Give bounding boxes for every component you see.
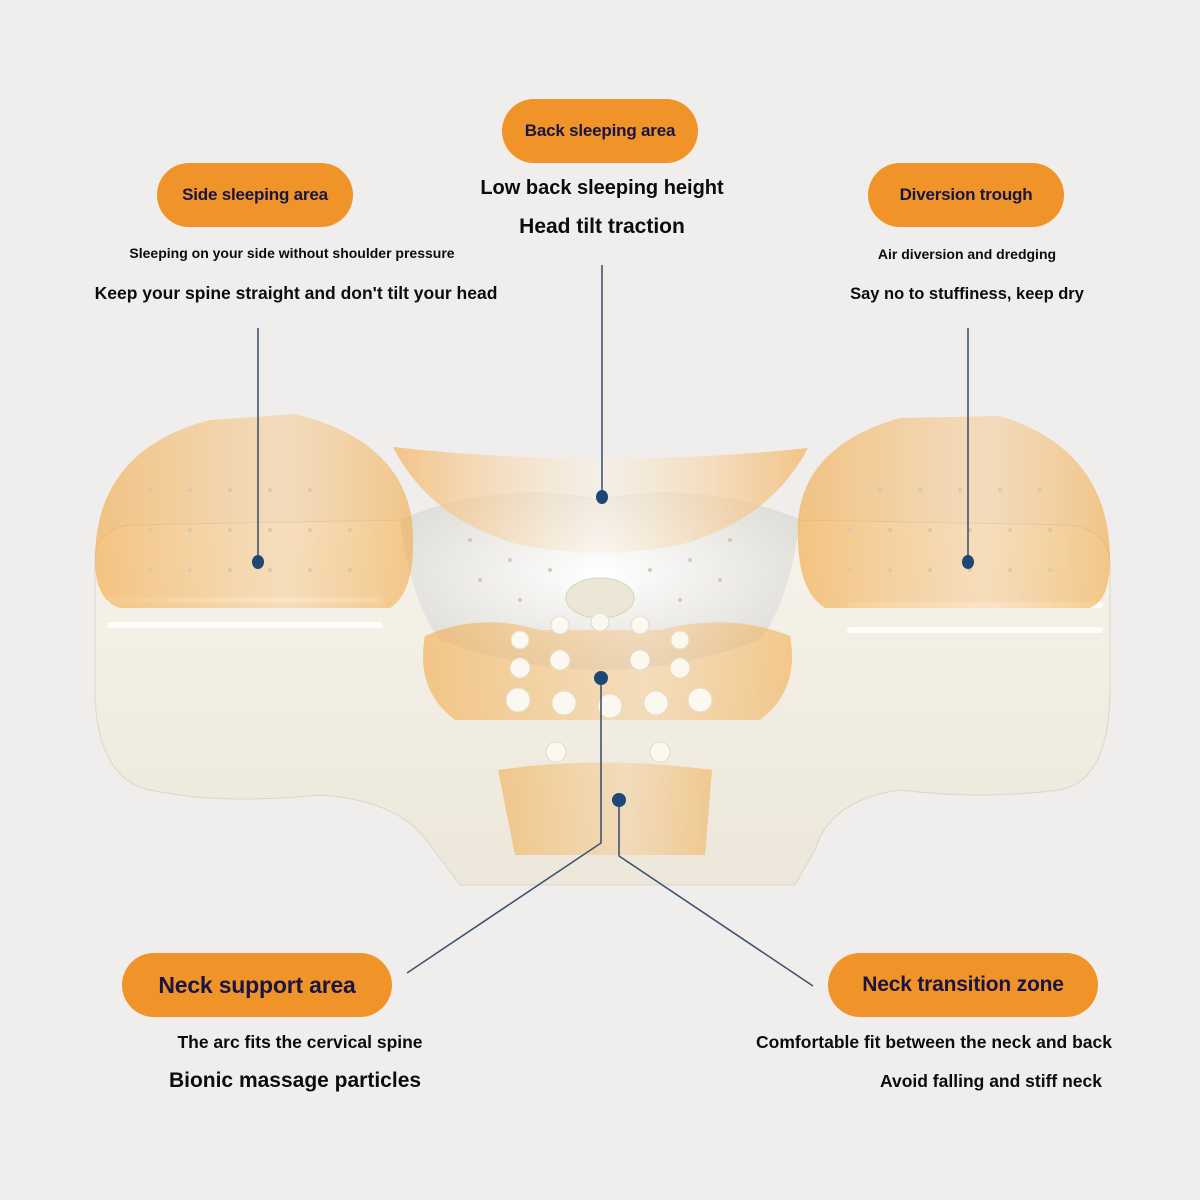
diversion-trough-label: Diversion trough — [868, 163, 1064, 227]
neck-support-label: Neck support area — [122, 953, 392, 1017]
side-sleeping-label: Side sleeping area — [157, 163, 353, 227]
neck-transition-marker-dot — [612, 793, 626, 807]
back-sleeping-desc-1: Low back sleeping height — [480, 177, 724, 199]
neck-support-marker-dot — [594, 671, 608, 685]
back-sleeping-desc-2: Head tilt traction — [519, 215, 685, 238]
side-sleeping-desc-1: Sleeping on your side without shoulder p… — [129, 245, 455, 261]
side-marker-dot — [252, 555, 264, 569]
neck-support-desc-2: Bionic massage particles — [168, 1069, 422, 1092]
diversion-trough-desc-2: Say no to stuffiness, keep dry — [850, 285, 1084, 303]
neck-support-desc-1: The arc fits the cervical spine — [177, 1032, 423, 1052]
neck-transition-desc-2: Avoid falling and stiff neck — [879, 1071, 1102, 1091]
neck-support-leader-line — [406, 678, 602, 974]
neck-transition-zone — [498, 762, 712, 855]
side-zone-left — [95, 414, 414, 608]
neck-transition-desc-1: Comfortable fit between the neck and bac… — [756, 1032, 1112, 1052]
back-marker-dot — [596, 490, 608, 504]
neck-transition-leader-line — [618, 800, 814, 987]
side-sleeping-desc-2: Keep your spine straight and don't tilt … — [94, 283, 498, 303]
back-sleeping-label: Back sleeping area — [502, 99, 698, 163]
diversion-marker-dot — [962, 555, 974, 569]
side-zone-right — [797, 416, 1110, 608]
neck-transition-label: Neck transition zone — [828, 953, 1098, 1017]
diversion-trough-desc-1: Air diversion and dredging — [877, 246, 1057, 262]
